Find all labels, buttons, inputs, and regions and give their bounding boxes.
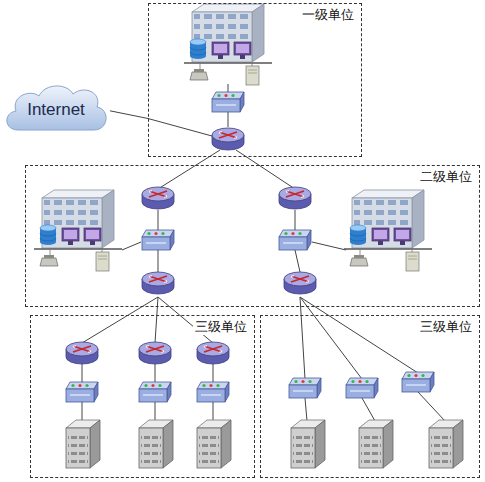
site-building: [197, 420, 231, 468]
office-building: [34, 190, 122, 271]
router-icon: [197, 342, 229, 364]
router-icon: [212, 128, 244, 150]
wire: [213, 402, 214, 421]
internet-wire: [148, 119, 212, 137]
wire: [155, 364, 156, 383]
unit-region: 二级单位: [25, 165, 480, 307]
network-link: [110, 111, 148, 119]
wire: [228, 112, 229, 127]
network-wires: [82, 84, 445, 421]
wire: [295, 210, 296, 231]
switch-icon: [346, 378, 378, 398]
router-icon: [284, 272, 316, 294]
region-label: 二级单位: [418, 169, 474, 185]
wire: [312, 242, 346, 250]
unit-region: 一级单位: [148, 3, 362, 157]
wire: [158, 250, 159, 272]
switch-icon: [139, 382, 171, 402]
region-label: 三级单位: [193, 319, 249, 335]
wire: [362, 398, 375, 421]
switch-icon: [66, 382, 98, 402]
wire: [213, 364, 214, 383]
wire: [155, 297, 158, 343]
site-building: [359, 420, 393, 468]
switch-icon: [289, 378, 321, 398]
wire: [122, 242, 141, 250]
wire: [305, 398, 307, 421]
wire: [418, 392, 445, 421]
switch-icon: [212, 92, 244, 112]
switch-icon: [142, 230, 174, 250]
wire: [158, 150, 220, 189]
wire: [158, 210, 159, 231]
site-building: [429, 420, 463, 468]
wire: [300, 297, 305, 379]
wire: [295, 250, 300, 272]
unit-region: 三级单位: [260, 315, 480, 478]
router-icon: [139, 342, 171, 364]
wire: [82, 402, 83, 421]
network-cloud: Internet: [2, 80, 110, 136]
wire: [82, 364, 83, 383]
router-icon: [66, 342, 98, 364]
wire: [300, 297, 418, 373]
wire: [300, 297, 362, 379]
unit-region: 三级单位: [30, 315, 255, 478]
region-label: 三级单位: [418, 319, 474, 335]
wire: [82, 297, 158, 343]
router-icon: [279, 187, 311, 209]
cloud-outline: [7, 86, 106, 130]
site-building: [291, 420, 325, 468]
wire: [155, 402, 156, 421]
region-label: 一级单位: [300, 7, 356, 23]
switch-icon: [279, 230, 311, 250]
wire: [236, 150, 295, 189]
site-building: [139, 420, 173, 468]
router-icon: [142, 187, 174, 209]
switch-icon: [402, 372, 434, 392]
router-icon: [142, 272, 174, 294]
office-building: [344, 190, 432, 271]
cloud-label: Internet: [27, 100, 85, 120]
office-building: [184, 4, 272, 85]
switch-icon: [197, 382, 229, 402]
site-building: [66, 420, 100, 468]
